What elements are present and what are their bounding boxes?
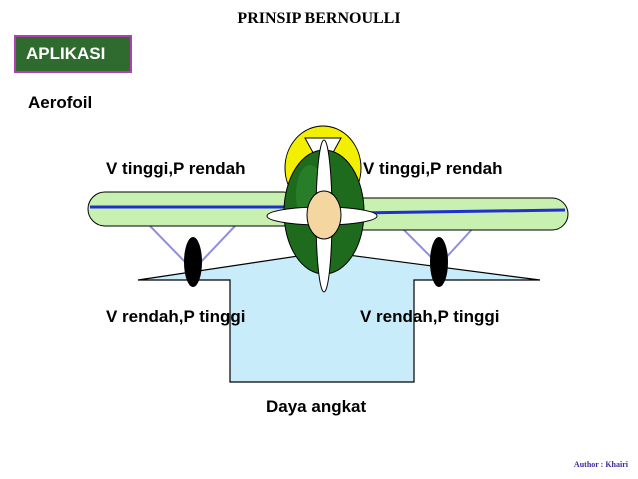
- right-wheel: [430, 237, 448, 287]
- label-top-left: V tinggi,P rendah: [106, 159, 246, 178]
- label-bottom-right: V rendah,P tinggi: [360, 307, 500, 326]
- left-wheel: [184, 237, 202, 287]
- label-top-right: V tinggi,P rendah: [363, 159, 503, 178]
- label-lift: Daya angkat: [266, 397, 367, 416]
- author-credit: Author : Khairi: [573, 460, 628, 469]
- section-badge: APLIKASI: [14, 35, 132, 73]
- left-wing: [87, 191, 301, 227]
- page-title: PRINSIP BERNOULLI: [237, 10, 401, 27]
- right-wing-chord-line: [354, 208, 566, 215]
- wing-struts: [149, 225, 476, 266]
- label-bottom-left: V rendah,P tinggi: [106, 307, 246, 326]
- propeller-hub: [306, 190, 342, 240]
- subtitle-aerofoil: Aerofoil: [28, 93, 93, 112]
